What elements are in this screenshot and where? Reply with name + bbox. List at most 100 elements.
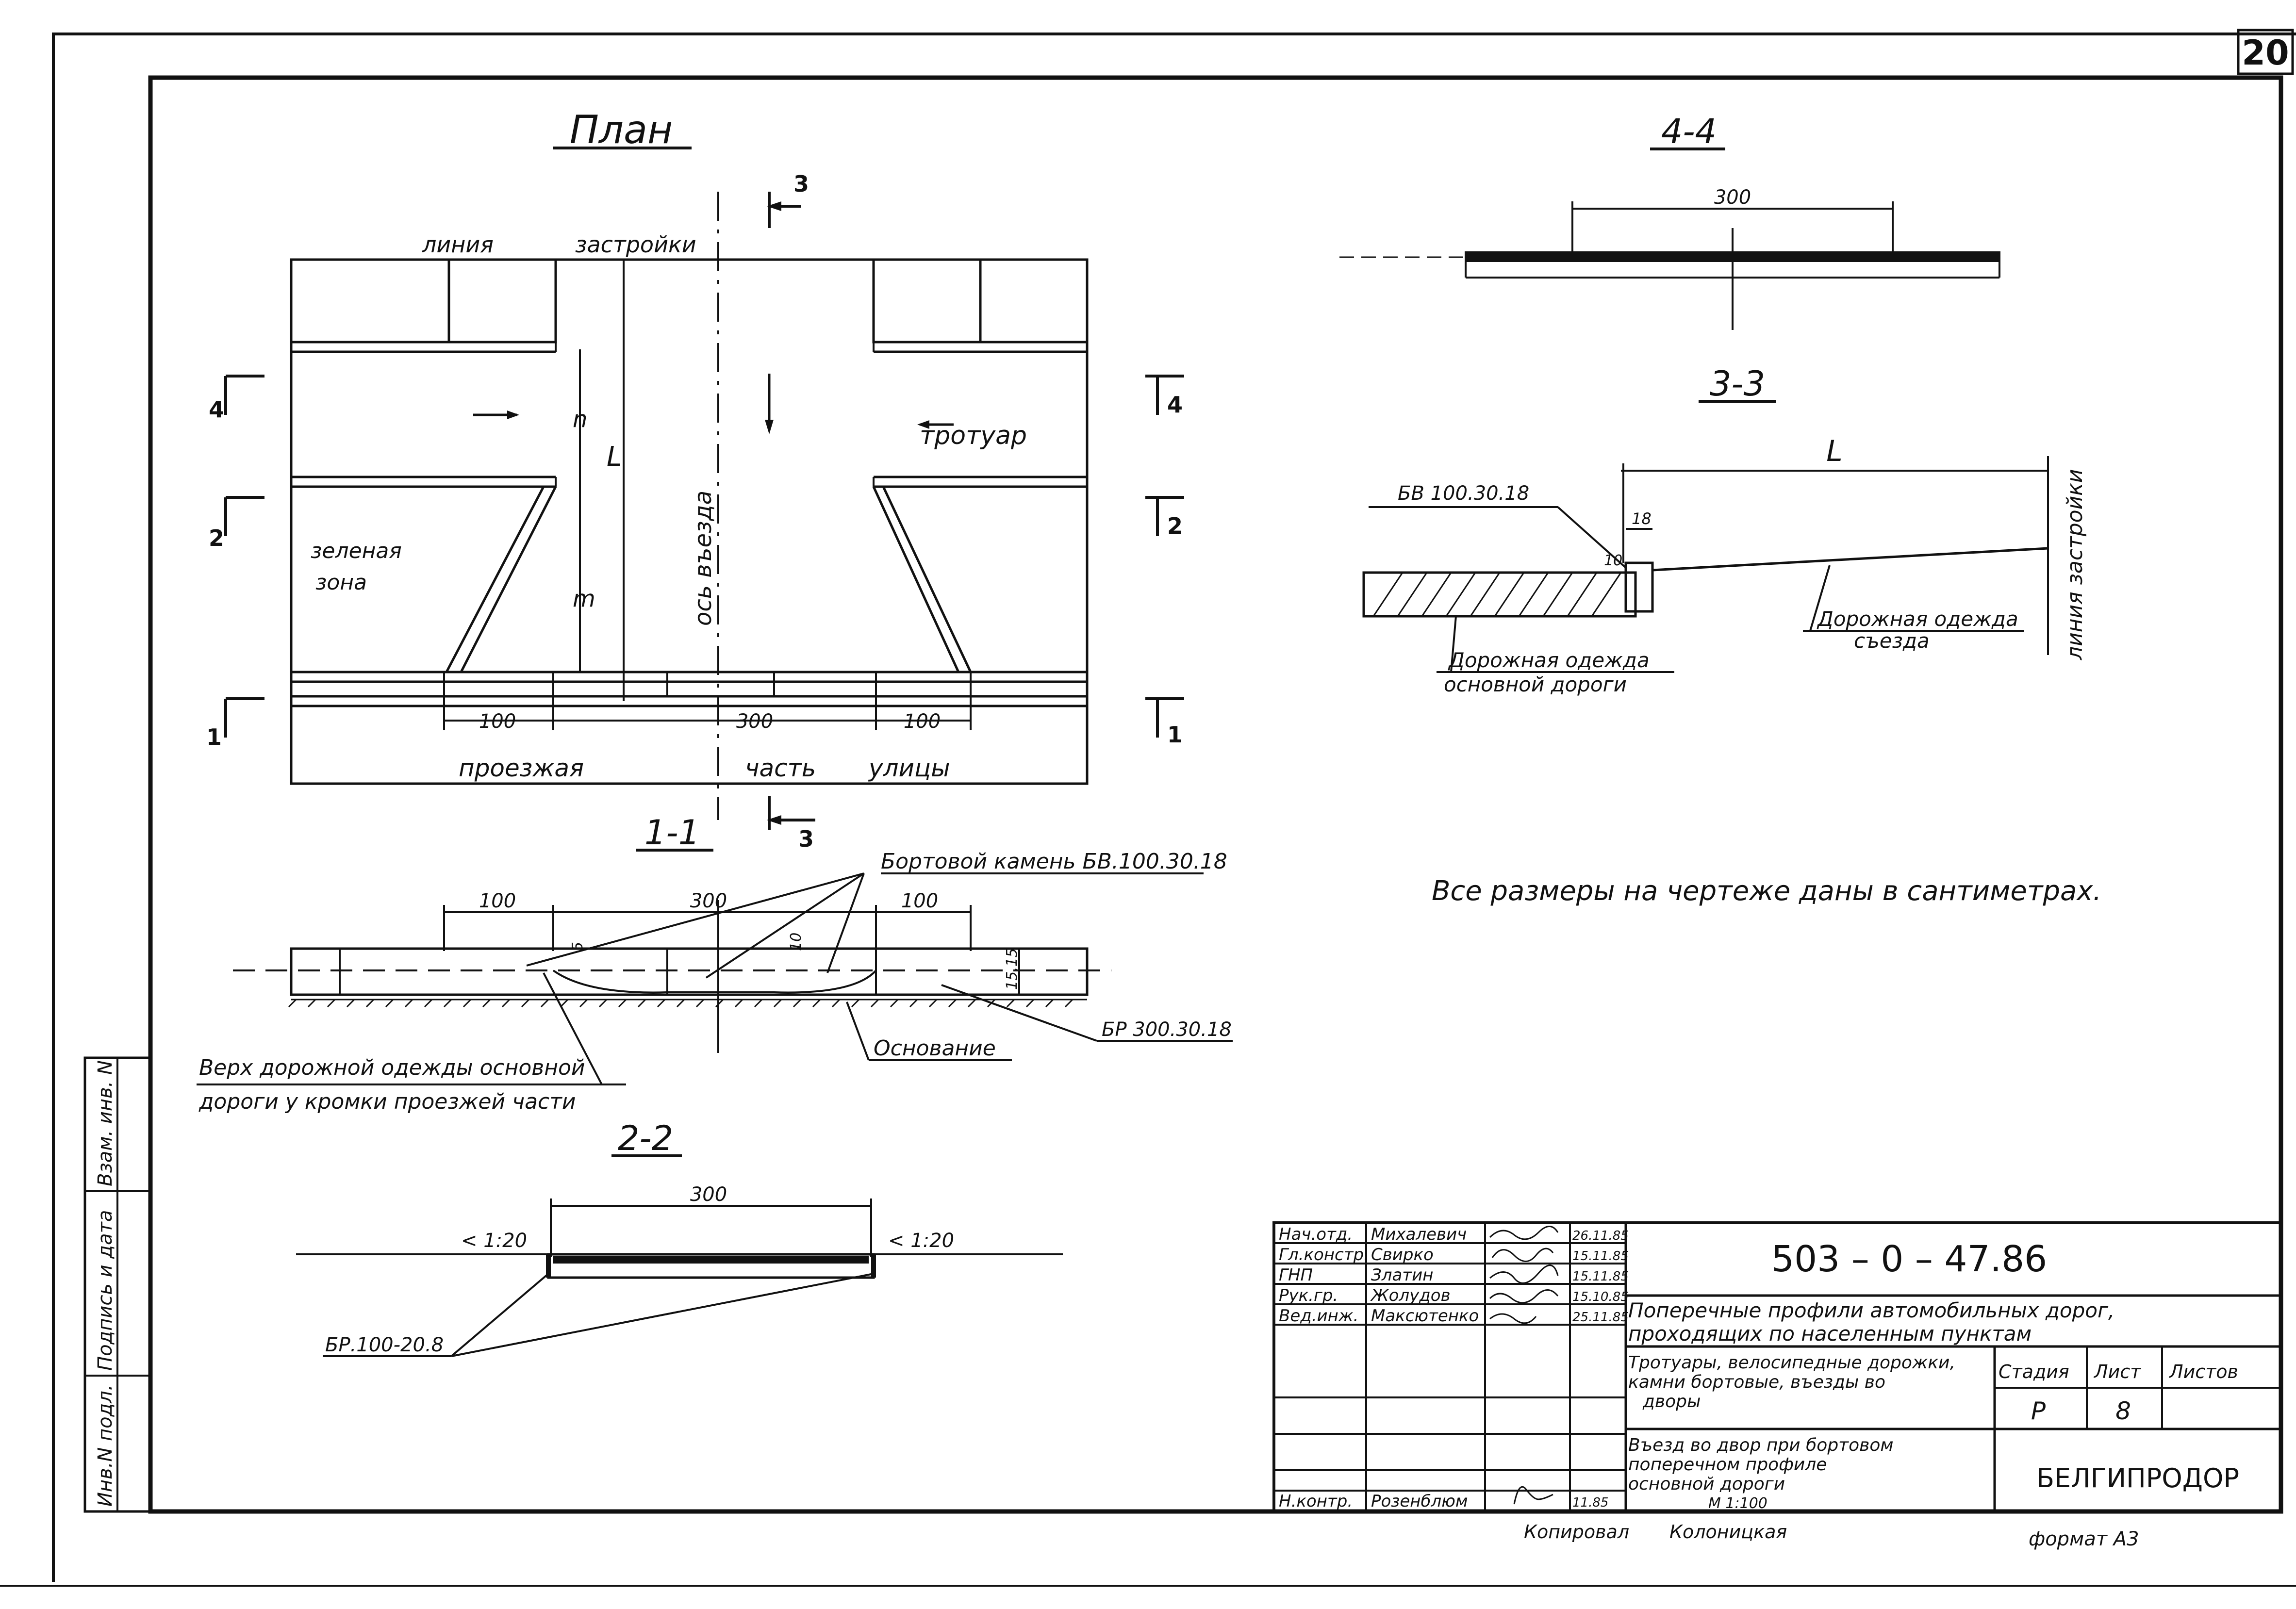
footer-copier: Колоницкая	[1669, 1521, 1787, 1543]
tb-date-9: 11.85	[1572, 1495, 1608, 1510]
plan-dim-left: 100	[479, 710, 516, 733]
section-2-2-title: 2-2	[618, 1118, 673, 1158]
section-1-1-dim-right: 100	[901, 890, 938, 912]
section-marks-left: 4 2 1	[206, 375, 264, 750]
section-4-4: 4-4 300	[1339, 112, 2000, 330]
section-1-1-dim-a: 5	[569, 942, 586, 951]
signature-marks	[1489, 1226, 1559, 1505]
plan-dim-mid: 300	[736, 710, 773, 733]
tb-stage: Р	[2031, 1397, 2046, 1425]
tb-date-3: 15.10.85	[1572, 1290, 1629, 1304]
stamp-signature-date: Подпись и дата	[94, 1210, 116, 1371]
tb-org: БЕЛГИПРОДОР	[2036, 1463, 2239, 1494]
sheet-number-box: 20	[2237, 29, 2294, 75]
section-marks-right: 4 2 1	[1145, 375, 1184, 748]
section-2-2-slope-left: < 1:20	[461, 1230, 527, 1252]
plan-m: m	[573, 585, 595, 612]
svg-text:1: 1	[1167, 722, 1183, 748]
tb-sheets-label: Листов	[2168, 1361, 2238, 1382]
tb-role-1: Гл.констр.	[1279, 1245, 1369, 1264]
plan-label-green: зеленая	[311, 539, 402, 563]
tb-role-4: Вед.инж.	[1279, 1306, 1358, 1326]
plan-n: n	[573, 406, 587, 433]
callout-bv-100: БВ 100.30.18	[1398, 482, 1529, 505]
footer-format: формат А3	[2029, 1528, 2139, 1550]
section-1-1: 1-1 100 300 100 5 10 15.15 Бортовой каме…	[197, 813, 1233, 1114]
tb-sheet-title-3: основной дороги	[1628, 1474, 1785, 1494]
tb-role-0: Нач.отд.	[1279, 1225, 1353, 1244]
plan-label-buildings: застройки	[575, 231, 696, 258]
tb-sub-3: дворы	[1642, 1392, 1701, 1412]
svg-text:1: 1	[206, 724, 222, 750]
svg-text:2: 2	[209, 525, 224, 551]
section-3-3-title: 3-3	[1710, 364, 1765, 404]
plan-dim-right: 100	[904, 710, 941, 733]
section-4-4-title: 4-4	[1661, 112, 1717, 151]
stamp-inv-original: Инв.N подл.	[94, 1384, 116, 1507]
tb-name-2: Златин	[1371, 1265, 1434, 1285]
plan-label-roadway3: улицы	[868, 754, 950, 782]
callout-top-1: Верх дорожной одежды основной	[199, 1055, 585, 1080]
plan-L: L	[607, 441, 622, 473]
section-1-1-dim-b: 10	[788, 933, 805, 951]
tb-sheet: 8	[2115, 1397, 2131, 1425]
tb-name-3: Жолудов	[1370, 1286, 1451, 1305]
sheet-frame	[0, 33, 2296, 1587]
plan-title: План	[570, 107, 673, 152]
plan-view: План	[206, 107, 1184, 852]
section-3-3-dim-10: 10	[1604, 552, 1622, 569]
svg-text:4: 4	[1167, 392, 1183, 418]
label-main-road-1: Дорожная одежда	[1448, 648, 1650, 672]
callout-curb-bv: Бортовой камень БВ.100.30.18	[881, 849, 1227, 874]
svg-text:2: 2	[1167, 513, 1183, 539]
plan-label-roadway2: часть	[745, 754, 816, 782]
footer-copied-by: Копировал	[1524, 1521, 1629, 1543]
note-dimensions: Все размеры на чертеже даны в сантиметра…	[1432, 875, 2101, 907]
section-1-1-title: 1-1	[644, 813, 700, 853]
label-building-line: линия застройки	[2063, 469, 2087, 660]
callout-base: Основание	[874, 1036, 996, 1061]
section-3-3: 3-3 L 18 10 БВ 100.30.18 Дорожная одежда…	[1362, 364, 2087, 696]
callout-top-2: дороги у кромки проезжей части	[198, 1089, 576, 1114]
label-main-road-2: основной дороги	[1444, 673, 1627, 696]
tb-role-9: Н.контр.	[1279, 1492, 1353, 1511]
plan-label-axis: ось въезда	[690, 491, 717, 626]
tb-name-0: Михалевич	[1371, 1225, 1467, 1244]
section-mark-3-top: 3	[767, 171, 809, 228]
section-2-2-slope-right: < 1:20	[888, 1230, 954, 1252]
tb-date-2: 15.11.85	[1572, 1269, 1629, 1284]
plan-label-zone: зона	[315, 570, 367, 595]
section-4-4-dim: 300	[1714, 186, 1751, 209]
tb-sub-1: Тротуары, велосипедные дорожки,	[1628, 1353, 1955, 1373]
section-2-2-dim: 300	[690, 1183, 727, 1206]
svg-text:3: 3	[793, 171, 809, 197]
callout-br-300: БР 300.30.18	[1102, 1018, 1232, 1041]
sheet-number: 20	[2242, 33, 2289, 73]
tb-sheet-label: Лист	[2093, 1361, 2142, 1382]
tb-stage-label: Стадия	[1999, 1361, 2069, 1382]
callout-br-100: БР.100-20.8	[325, 1334, 444, 1356]
svg-text:3: 3	[798, 826, 814, 852]
plan-label-roadway1: проезжая	[459, 754, 584, 782]
section-mark-3-bottom: 3	[767, 796, 815, 852]
side-stamp: Инв.N подл. Подпись и дата Взам. инв. N	[83, 1056, 152, 1513]
section-3-3-L: L	[1826, 434, 1842, 468]
tb-sheet-title-1: Въезд во двор при бортовом	[1628, 1435, 1894, 1455]
tb-sub-2: камни бортовые, въезды во	[1628, 1372, 1885, 1392]
tb-name-4: Максютенко	[1371, 1306, 1479, 1326]
arrow-down-icon	[765, 420, 774, 434]
plan-label-sidewalk: тротуар	[920, 421, 1027, 450]
tb-name-1: Свирко	[1371, 1245, 1434, 1264]
tb-date-1: 15.11.85	[1572, 1249, 1629, 1264]
tb-sheet-title-2: поперечном профиле	[1628, 1455, 1827, 1475]
stamp-replacement-inv: Взам. инв. N	[94, 1060, 116, 1186]
tb-title-1: Поперечные профили автомобильных дорог,	[1628, 1298, 2114, 1322]
section-1-1-dim-c: 15.15	[1004, 948, 1021, 990]
arrow-right-icon	[507, 410, 519, 419]
section-3-3-dim-18: 18	[1632, 509, 1652, 528]
tb-role-2: ГНП	[1279, 1265, 1313, 1285]
tb-date-0: 26.11.85	[1572, 1229, 1629, 1243]
plan-label-line: линия	[422, 231, 494, 258]
tb-title-2: проходящих по населенным пунктам	[1628, 1322, 2032, 1346]
